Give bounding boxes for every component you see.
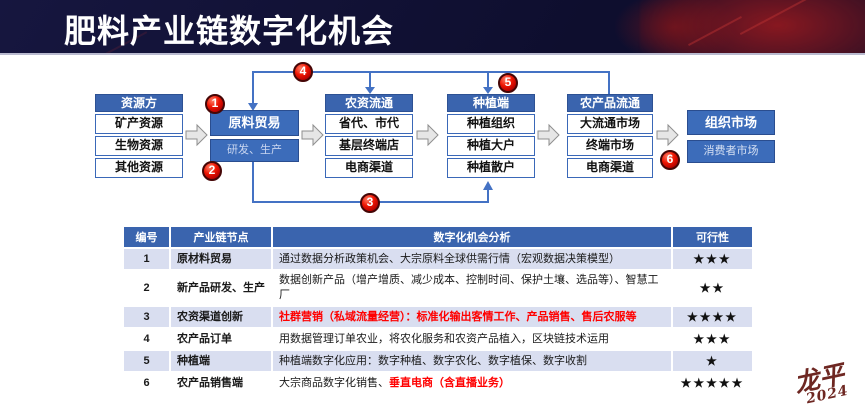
row-stars: ★★ xyxy=(673,271,752,305)
flow-item: 其他资源 xyxy=(95,158,183,178)
flow-column-header: 农资流通 xyxy=(325,94,413,112)
row-stars: ★ xyxy=(673,351,752,372)
flow-item: 终端市场 xyxy=(567,136,653,156)
row-node: 原材料贸易 xyxy=(171,249,271,270)
table-row: 4 农产品订单 用数据管理订单农业，将农化服务和农资产品植入，区块链技术运用 ★… xyxy=(124,329,752,350)
col-header-analysis: 数字化机会分析 xyxy=(273,227,671,247)
row-node: 农产品销售端 xyxy=(171,373,271,394)
flow-item: 电商渠道 xyxy=(325,158,413,178)
flow-column-header: 农产品流通 xyxy=(567,94,653,112)
flow-arrow-icon xyxy=(537,123,560,147)
row-analysis: 数据创新产品（增产增质、减少成本、控制时间、保护土壤、选品等）、智慧工厂 xyxy=(273,271,671,305)
flow-item: 矿产资源 xyxy=(95,114,183,134)
row-number: 6 xyxy=(124,373,169,394)
row-stars: ★★★ xyxy=(673,329,752,350)
row-number: 4 xyxy=(124,329,169,350)
flow-item: 种植大户 xyxy=(447,136,535,156)
table-row: 1 原材料贸易 通过数据分析政策机会、大宗原料全球供需行情（宏观数据决策模型） … xyxy=(124,249,752,270)
step-badge-6: 6 xyxy=(660,150,680,170)
flow-column-agri-input-distribution: 农资流通 省代、市代 基层终端店 电商渠道 xyxy=(325,94,413,178)
row-number: 3 xyxy=(124,306,169,328)
flow-box-organization-market: 组织市场 xyxy=(687,110,775,135)
row-number: 2 xyxy=(124,271,169,305)
step-badge-2: 2 xyxy=(202,161,222,181)
step-badge-5: 5 xyxy=(498,73,518,93)
col-header-number: 编号 xyxy=(124,227,169,247)
flow-box-raw-material-trade: 原料贸易 xyxy=(210,110,299,136)
flow-item: 生物资源 xyxy=(95,136,183,156)
row-analysis: 种植端数字化应用：数字种植、数字农化、数字植保、数字收割 xyxy=(273,351,671,372)
flow-column-header: 资源方 xyxy=(95,94,183,112)
table-row: 5 种植端 种植端数字化应用：数字种植、数字农化、数字植保、数字收割 ★ xyxy=(124,351,752,372)
dragon-decoration xyxy=(615,0,735,62)
step-badge-3: 3 xyxy=(360,193,380,213)
flow-item: 种植组织 xyxy=(447,114,535,134)
table-row: 2 新产品研发、生产 数据创新产品（增产增质、减少成本、控制时间、保护土壤、选品… xyxy=(124,271,752,305)
flow-arrow-icon xyxy=(656,123,679,147)
flow-arrow-icon xyxy=(416,123,439,147)
flow-column-planting-end: 种植端 种植组织 种植大户 种植散户 xyxy=(447,94,535,178)
row-stars: ★★★ xyxy=(673,249,752,270)
flow-column-resources: 资源方 矿产资源 生物资源 其他资源 xyxy=(95,94,183,178)
flow-column-header: 种植端 xyxy=(447,94,535,112)
flow-arrow-icon xyxy=(185,123,208,147)
step-badge-4: 4 xyxy=(293,62,313,82)
flow-item: 基层终端店 xyxy=(325,136,413,156)
row-number: 5 xyxy=(124,351,169,372)
table-header-row: 编号 产业链节点 数字化机会分析 可行性 xyxy=(124,227,752,247)
row-analysis: 通过数据分析政策机会、大宗原料全球供需行情（宏观数据决策模型） xyxy=(273,249,671,270)
flow-box-rd-production: 研发、生产 xyxy=(210,139,299,162)
col-header-chain-node: 产业链节点 xyxy=(171,227,271,247)
row-analysis: 社群营销（私域流量经营）：标准化输出客情工作、产品销售、售后农服等 xyxy=(273,306,671,328)
opportunity-table: 编号 产业链节点 数字化机会分析 可行性 1 原材料贸易 通过数据分析政策机会、… xyxy=(122,225,754,396)
flow-item: 省代、市代 xyxy=(325,114,413,134)
row-analysis: 用数据管理订单农业，将农化服务和农资产品植入，区块链技术运用 xyxy=(273,329,671,350)
signature-logo: 龙平 2024 xyxy=(792,359,850,404)
row-stars: ★★★★ xyxy=(673,306,752,328)
content-panel: 资源方 矿产资源 生物资源 其他资源 原料贸易 研发、生产 农资流通 省代、市代… xyxy=(0,53,865,404)
table-row: 6 农产品销售端 大宗商品数字化销售、垂直电商（含直播业务） ★★★★★ xyxy=(124,373,752,394)
row-node: 农产品订单 xyxy=(171,329,271,350)
table-row: 3 农资渠道创新 社群营销（私域流量经营）：标准化输出客情工作、产品销售、售后农… xyxy=(124,306,752,328)
flow-arrow-icon xyxy=(301,123,324,147)
flow-column-agri-product-distribution: 农产品流通 大流通市场 终端市场 电商渠道 xyxy=(567,94,653,178)
row-analysis: 大宗商品数字化销售、垂直电商（含直播业务） xyxy=(273,373,671,394)
flow-item: 电商渠道 xyxy=(567,158,653,178)
page-title: 肥料产业链数字化机会 xyxy=(64,13,395,49)
flow-item: 大流通市场 xyxy=(567,114,653,134)
step-badge-1: 1 xyxy=(205,94,225,114)
row-node: 农资渠道创新 xyxy=(171,306,271,328)
col-header-feasibility: 可行性 xyxy=(673,227,752,247)
row-stars: ★★★★★ xyxy=(673,373,752,394)
flow-box-consumer-market: 消费者市场 xyxy=(687,140,775,163)
row-node: 新产品研发、生产 xyxy=(171,271,271,305)
row-number: 1 xyxy=(124,249,169,270)
flow-item: 种植散户 xyxy=(447,158,535,178)
row-node: 种植端 xyxy=(171,351,271,372)
